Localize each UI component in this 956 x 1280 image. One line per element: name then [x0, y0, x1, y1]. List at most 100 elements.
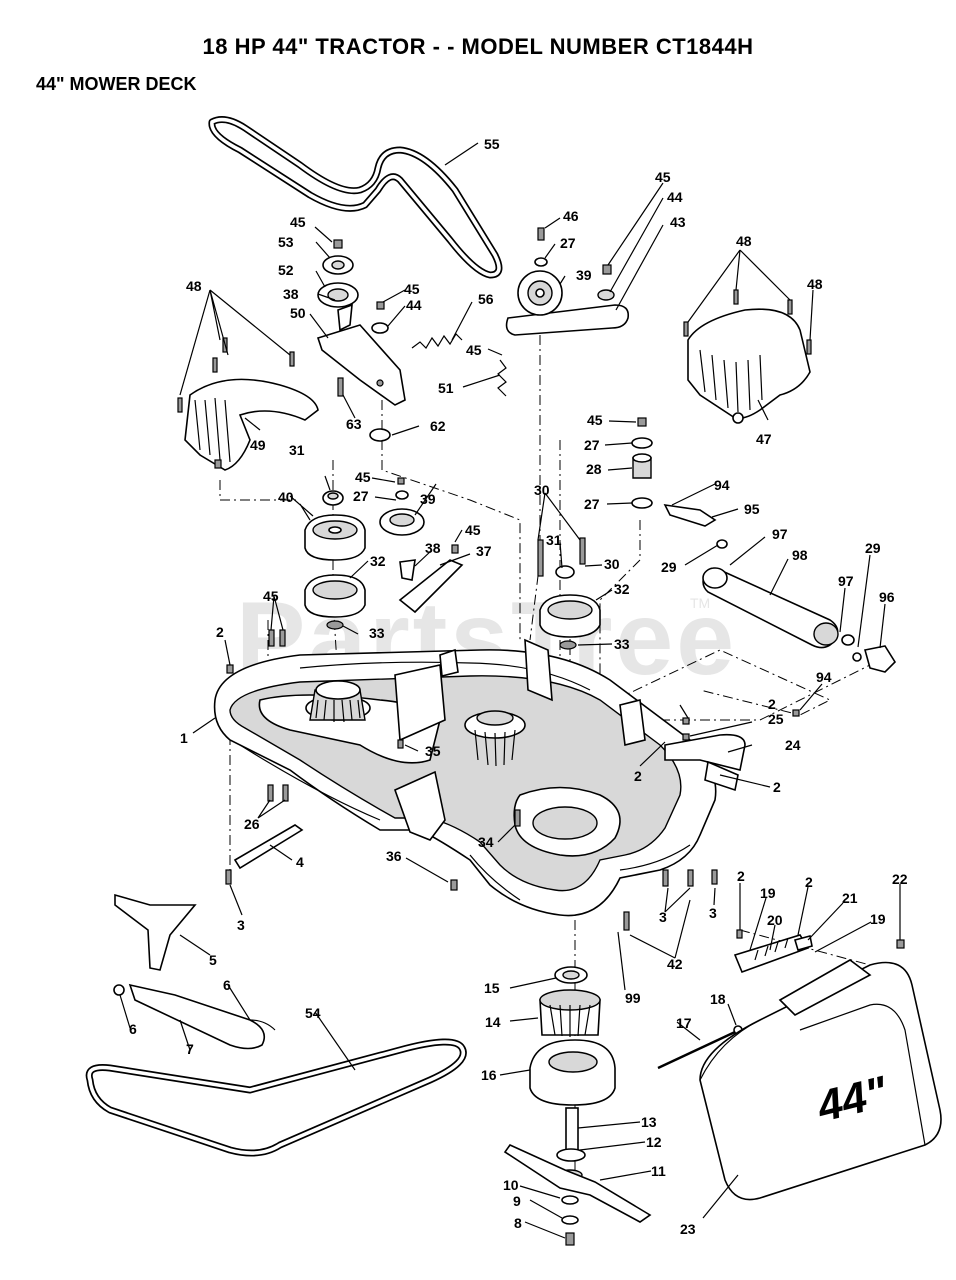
callout-1: 1 — [180, 730, 188, 746]
callout-26: 26 — [244, 816, 260, 832]
pulley-stack-left — [304, 490, 366, 630]
callout-46: 46 — [563, 208, 579, 224]
callout-19-a: 19 — [760, 885, 776, 901]
callout-48-right: 48 — [807, 276, 823, 292]
callout-3-c: 3 — [709, 905, 717, 921]
callout-2-d: 2 — [773, 779, 781, 795]
idler-arm-43 — [505, 227, 630, 336]
section-title: 44" MOWER DECK — [36, 74, 197, 94]
callout-12: 12 — [646, 1134, 662, 1150]
callout-39-mid: 39 — [420, 491, 436, 507]
pulley-39-center — [379, 477, 464, 614]
callout-32-right: 32 — [614, 581, 630, 597]
callout-8: 8 — [514, 1215, 522, 1231]
callout-11: 11 — [651, 1163, 666, 1179]
callout-3-b: 3 — [659, 909, 667, 925]
callout-53: 53 — [278, 234, 294, 250]
callout-37: 37 — [476, 543, 492, 559]
belt-cover-47 — [687, 308, 811, 424]
page-title: 18 HP 44" TRACTOR - - MODEL NUMBER CT184… — [202, 34, 754, 59]
callout-45-d: 45 — [655, 169, 671, 185]
callout-54: 54 — [305, 1005, 321, 1021]
callout-55: 55 — [484, 136, 500, 152]
roller-98 — [663, 503, 897, 673]
callout-38-top: 38 — [283, 286, 299, 302]
watermark-tm: TM — [690, 595, 711, 611]
callout-30-a: 30 — [534, 482, 550, 498]
callout-30-b: 30 — [604, 556, 620, 572]
callout-97-b: 97 — [838, 573, 854, 589]
callout-23: 23 — [680, 1221, 696, 1237]
bracket-24 — [664, 717, 746, 792]
callout-38-mid: 38 — [425, 540, 441, 556]
callout-9: 9 — [513, 1193, 521, 1209]
callout-7: 7 — [186, 1041, 194, 1057]
belt-cover-49 — [184, 378, 319, 471]
callout-29-b: 29 — [865, 540, 881, 556]
callout-21: 21 — [842, 890, 858, 906]
callout-10: 10 — [503, 1177, 519, 1193]
callout-19-b: 19 — [870, 911, 886, 927]
callout-5: 5 — [209, 952, 217, 968]
callout-44-b: 44 — [667, 189, 683, 205]
callout-2-f: 2 — [805, 874, 813, 890]
callout-15: 15 — [484, 980, 500, 996]
callout-2-a: 2 — [216, 624, 224, 640]
callout-94-right: 94 — [816, 669, 832, 685]
callout-45-g: 45 — [465, 522, 481, 538]
callout-18: 18 — [710, 991, 726, 1007]
callout-27-a: 27 — [560, 235, 576, 251]
callout-96: 96 — [879, 589, 895, 605]
callout-63: 63 — [346, 416, 362, 432]
callout-50: 50 — [290, 305, 306, 321]
callout-42: 42 — [667, 956, 683, 972]
callout-62: 62 — [430, 418, 446, 434]
callout-35: 35 — [425, 743, 441, 759]
callout-27-c: 27 — [584, 496, 600, 512]
callout-47: 47 — [756, 431, 772, 447]
callout-27-b: 27 — [584, 437, 600, 453]
callout-22: 22 — [892, 871, 908, 887]
callout-39-top: 39 — [576, 267, 592, 283]
callout-40: 40 — [278, 489, 294, 505]
callout-2-e: 2 — [737, 868, 745, 884]
callout-45-e: 45 — [587, 412, 603, 428]
callout-3-a: 3 — [237, 917, 245, 933]
callout-31-b: 31 — [546, 532, 562, 548]
callout-94-top: 94 — [714, 477, 730, 493]
callout-2-c: 2 — [634, 768, 642, 784]
callout-33-left: 33 — [369, 625, 385, 641]
callout-51: 51 — [438, 380, 454, 396]
callout-33-right: 33 — [614, 636, 630, 652]
leader-lines — [119, 142, 901, 1239]
springs — [411, 333, 507, 397]
callout-31-a: 31 — [289, 442, 305, 458]
belt-54 — [85, 1038, 467, 1157]
callout-45-c: 45 — [466, 342, 482, 358]
callout-16: 16 — [481, 1067, 497, 1083]
callout-29-a: 29 — [661, 559, 677, 575]
callout-2-b: 2 — [768, 696, 776, 712]
callout-36: 36 — [386, 848, 402, 864]
spindle-assembly-14 — [529, 966, 616, 1181]
callout-97-a: 97 — [772, 526, 788, 542]
callout-14: 14 — [485, 1014, 501, 1030]
callout-34: 34 — [478, 834, 494, 850]
callout-28: 28 — [586, 461, 602, 477]
callout-49: 49 — [250, 437, 266, 453]
callout-labels: 55 48 48 48 45 53 52 38 50 45 44 56 45 5… — [129, 136, 908, 1237]
callout-13: 13 — [641, 1114, 657, 1130]
callout-52: 52 — [278, 262, 294, 278]
callout-6-a: 6 — [223, 977, 231, 993]
callout-56: 56 — [478, 291, 494, 307]
hinge-20 — [733, 934, 813, 974]
callout-43: 43 — [670, 214, 686, 230]
callout-24: 24 — [785, 737, 801, 753]
callout-32-left: 32 — [370, 553, 386, 569]
callout-45-a: 45 — [290, 214, 306, 230]
callout-27-d: 27 — [353, 488, 369, 504]
callout-17: 17 — [676, 1015, 692, 1031]
callout-45-b: 45 — [404, 281, 420, 297]
callout-45-f: 45 — [355, 469, 371, 485]
